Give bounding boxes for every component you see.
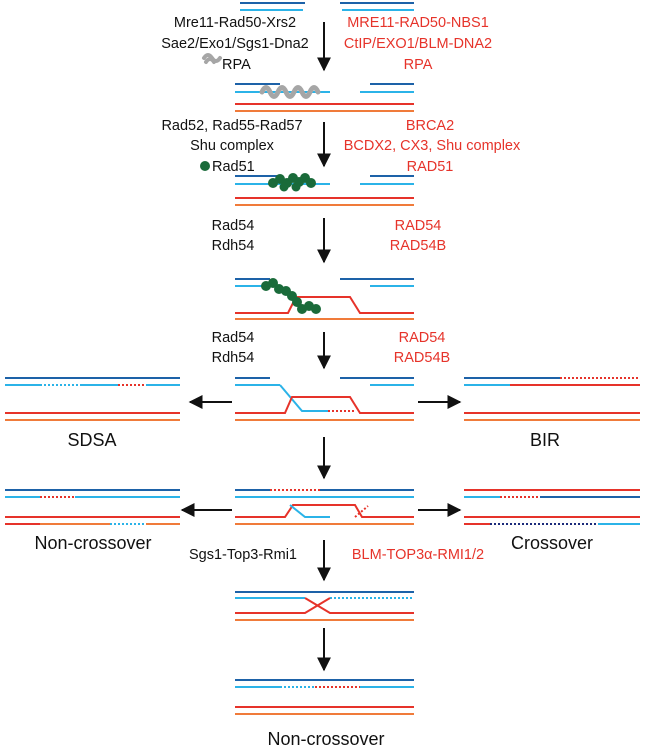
human-mediators-label-1: BRCA2: [406, 118, 454, 134]
bir-product: [464, 377, 640, 421]
yeast-resection-label-1: Mre11-Rad50-Xrs2: [174, 15, 296, 31]
rad51-invading: [261, 278, 321, 314]
yeast-mediators-label-1: Rad52, Rad55-Rad57: [161, 118, 302, 134]
pathway-arrows: [180, 22, 462, 672]
human-mediators-label-2: BCDX2, CX3, Shu complex: [344, 138, 521, 154]
human-rad51-label: RAD51: [407, 159, 454, 175]
human-resection-label-1: MRE11-RAD50-NBS1: [347, 15, 489, 31]
yeast-motor-a-label-2: Rdh54: [212, 238, 255, 254]
invasion-dna: [235, 278, 414, 320]
yeast-rpa-label: RPA: [222, 57, 251, 73]
human-motor-b-label-2: RAD54B: [394, 350, 450, 366]
human-resection-label-2: CtIP/EXO1/BLM-DNA2: [344, 36, 492, 52]
yeast-resection-label-2: Sae2/Exo1/Sgs1-Dna2: [161, 36, 309, 52]
human-motor-a-label-1: RAD54: [395, 218, 442, 234]
non-crossover-left-label: Non-crossover: [34, 533, 151, 553]
dhj-dna: [235, 489, 414, 525]
human-motor-a-label-2: RAD54B: [390, 238, 446, 254]
final-non-crossover-dna: [235, 679, 414, 715]
yeast-dissolvase-label: Sgs1-Top3-Rmi1: [189, 547, 297, 563]
rad51-legend-icon: [200, 161, 210, 171]
dsb-ends: [240, 2, 414, 11]
non-crossover-left-product: [5, 489, 180, 525]
dissolution-dna: [235, 591, 414, 621]
filament-dna: [235, 175, 414, 206]
human-dissolvase-label: BLM-TOP3α-RMI1/2: [352, 547, 484, 563]
yeast-rad51-label: Rad51: [212, 159, 255, 175]
non-crossover-bottom-label: Non-crossover: [267, 729, 384, 749]
crossover-product: [464, 489, 640, 525]
yeast-motor-a-label-1: Rad54: [212, 218, 255, 234]
yeast-motor-b-label-1: Rad54: [212, 330, 255, 346]
dloop-dna: [235, 377, 414, 421]
rpa-legend-icon: [202, 53, 222, 64]
crossover-label: Crossover: [511, 533, 593, 553]
sdsa-label: SDSA: [67, 430, 116, 450]
resected-dna: [235, 83, 414, 112]
sdsa-product: [5, 377, 180, 421]
yeast-mediators-label-2: Shu complex: [190, 138, 275, 154]
yeast-motor-b-label-2: Rdh54: [212, 350, 255, 366]
human-rpa-label: RPA: [404, 57, 433, 73]
rad51-filament: [268, 173, 316, 192]
bir-label: BIR: [530, 430, 560, 450]
human-motor-b-label-1: RAD54: [399, 330, 446, 346]
rpa-coil: [259, 85, 321, 99]
